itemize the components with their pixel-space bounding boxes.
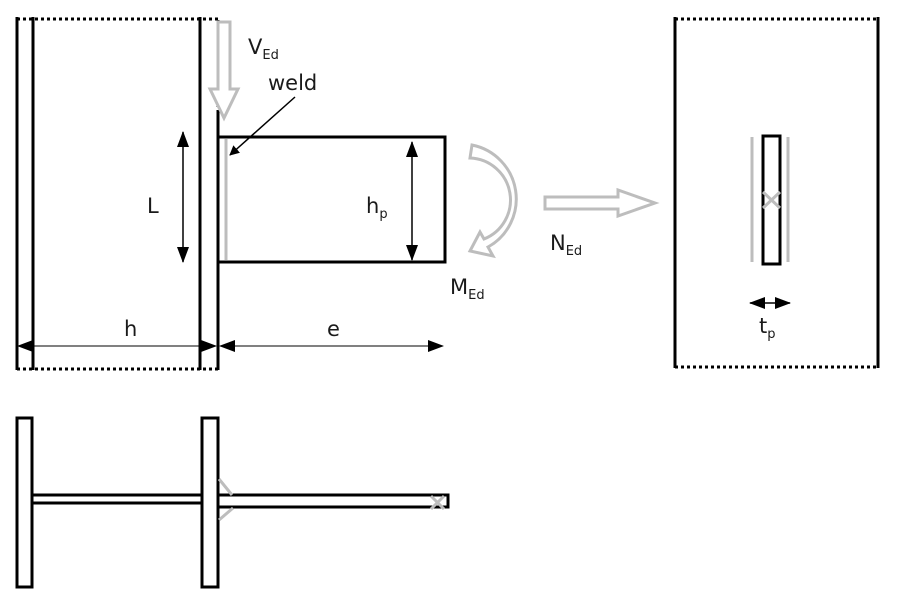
- weld-leader-arrow: [229, 96, 296, 156]
- plate-thickness-label: tp: [759, 314, 776, 342]
- column-elevation: [15, 17, 220, 371]
- plate-section: [761, 134, 782, 266]
- plan-view: [15, 416, 450, 589]
- plate-elevation: [216, 135, 447, 264]
- moment-arrow: [467, 143, 518, 259]
- column-side-view: [673, 17, 880, 369]
- weld-length-label: L: [147, 194, 159, 218]
- axial-force-arrow: [543, 187, 660, 219]
- shear-force-label: VEd: [248, 35, 279, 63]
- axial-force-label: NEd: [550, 231, 582, 259]
- column-depth-label: h: [124, 317, 137, 341]
- weld-fillets-plan: [217, 478, 234, 522]
- moment-label: MEd: [450, 275, 485, 303]
- plan-centroid-cross-icon: [429, 494, 446, 511]
- eccentricity-label: e: [327, 317, 340, 341]
- weld-label: weld: [268, 71, 317, 95]
- centroid-cross-icon: [761, 190, 782, 210]
- plate-height-label: hp: [366, 194, 388, 222]
- shear-force-arrow: [207, 20, 241, 122]
